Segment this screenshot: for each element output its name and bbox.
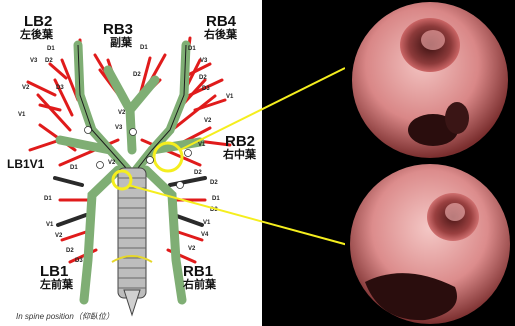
segment-label: V3 [115, 125, 122, 131]
segment-label: D2 [45, 58, 53, 64]
caption: In spine position（仰臥位） [16, 311, 114, 322]
lobe-label-lb1-jp: 左前葉 [40, 280, 73, 291]
segment-label: V2 [204, 118, 211, 124]
segment-label: V2 [108, 160, 115, 166]
lobe-label-lb2: LB2 [24, 14, 52, 29]
lobe-label-rb1-jp: 右前葉 [183, 280, 216, 291]
lobe-label-rb3: RB3 [103, 22, 133, 37]
segment-label: V2 [188, 246, 195, 252]
segment-label: D2 [210, 180, 218, 186]
segment-label: D2 [133, 72, 141, 78]
segment-label: V3 [200, 58, 207, 64]
segment-label: V1 [198, 142, 205, 148]
segment-label: V1 [203, 220, 210, 226]
endoscope-image-upper [345, 0, 515, 160]
lobe-label-rb4: RB4 [206, 14, 236, 29]
segment-label: D1 [140, 45, 148, 51]
segment-label: D3 [75, 258, 83, 264]
segment-label: D3 [56, 85, 64, 91]
segment-label: D2 [199, 75, 207, 81]
segment-label: V1 [226, 94, 233, 100]
segment-label: V2 [22, 85, 29, 91]
lobe-label-rb4-jp: 右後葉 [204, 30, 237, 41]
segment-label: V1 [46, 222, 53, 228]
segment-label: D1 [188, 46, 196, 52]
segment-label: D1 [44, 196, 52, 202]
lobe-label-rb1: RB1 [183, 264, 213, 279]
segment-label: D1 [47, 46, 55, 52]
segment-label: D3 [202, 86, 210, 92]
segment-label: V4 [201, 232, 208, 238]
endoscope-image-lower [345, 162, 515, 326]
segment-label: V2 [55, 233, 62, 239]
segment-label: D1 [212, 196, 220, 202]
segment-label: D2 [66, 248, 74, 254]
segment-label: D1 [70, 165, 78, 171]
lobe-label-rb2: RB2 [225, 134, 255, 149]
segment-label: D2 [194, 170, 202, 176]
endoscope-view-lower [345, 162, 515, 326]
lobe-label-lb1v1: LB1V1 [7, 158, 44, 170]
bronchial-tree-diagram: LB2 左後葉 RB3 副葉 RB4 右後葉 RB2 右中葉 LB1V1 LB1… [0, 0, 262, 326]
segment-label: V2 [118, 110, 125, 116]
segment-label: V1 [18, 112, 25, 118]
lobe-label-lb1: LB1 [40, 264, 68, 279]
lobe-label-lb2-jp: 左後葉 [20, 30, 53, 41]
lobe-label-rb2-jp: 右中葉 [223, 150, 256, 161]
segment-label: V3 [30, 58, 37, 64]
segment-label: D3 [210, 207, 218, 213]
endoscope-view-upper [345, 0, 515, 160]
trachea [112, 168, 152, 315]
lobe-label-rb3-jp: 副葉 [110, 38, 132, 49]
